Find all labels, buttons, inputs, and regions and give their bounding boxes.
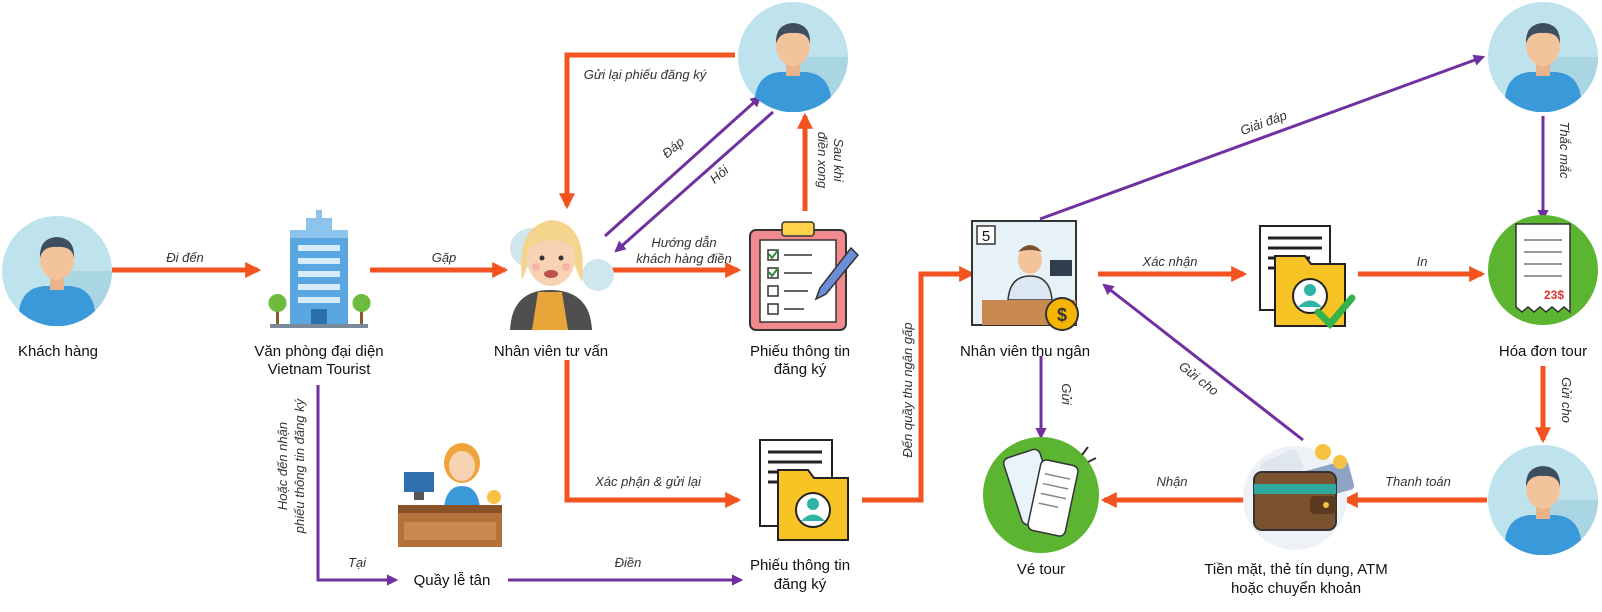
payment-wallet-icon <box>1243 444 1355 550</box>
customer-avatar-icon <box>2 216 112 326</box>
edge-after-fill-line2: điền xong <box>815 132 830 189</box>
edge-after-fill-line1: Sau khi <box>831 138 846 182</box>
dollar-sign: $ <box>1057 305 1067 325</box>
consultant-label: Nhân viên tư vấn <box>494 343 608 360</box>
invoice-label: Hóa đơn tour <box>1499 343 1587 360</box>
form-folder-icon <box>759 439 849 541</box>
form-bottom-label-line2: đăng ký <box>774 576 827 593</box>
form-bottom-label-line1: Phiếu thông tin <box>750 557 850 574</box>
edge-or-receive-line1: Hoặc đến nhận <box>275 422 290 510</box>
edge-reply: Giải đáp <box>1238 107 1289 138</box>
clipboard-form-icon <box>749 221 860 331</box>
ticket-label: Vé tour <box>1017 561 1065 578</box>
support-staff-avatar-icon <box>1488 2 1598 112</box>
edge-send-down: Gửi <box>1059 383 1074 405</box>
edge-to-counter: Đến quầy thu ngân gấp <box>900 322 915 457</box>
reception-label: Quầy lễ tân <box>414 572 491 589</box>
edge-print: In <box>1417 254 1428 269</box>
edge-receive: Nhận <box>1156 474 1187 489</box>
cashier-label: Nhân viên thu ngân <box>960 343 1090 360</box>
customer-label: Khách hàng <box>18 343 98 360</box>
edge-guide-line1: Hướng dẫn <box>651 235 716 250</box>
edge-send-to-cashier: Gửi cho <box>1176 358 1221 398</box>
cashier-icon: 5 $ <box>971 220 1079 331</box>
payment-label-line2: hoặc chuyển khoản <box>1231 580 1361 597</box>
edge-meet: Gặp <box>432 250 457 265</box>
edge-answer: Đáp <box>659 134 687 161</box>
counter-number: 5 <box>982 228 990 245</box>
office-label-line2: Vietnam Tourist <box>268 361 372 378</box>
edge-pay: Thanh toán <box>1385 474 1451 489</box>
arrow-form-cashier <box>862 265 976 503</box>
edge-go-to: Đi đến <box>166 250 204 265</box>
office-building-icon <box>268 210 371 328</box>
edge-or-receive-line2: phiếu thông tin đăng ký <box>292 397 307 534</box>
arrow-payment-cashier <box>1102 283 1304 442</box>
arrow-office-reception <box>316 385 399 586</box>
edge-at: Tại <box>348 555 367 570</box>
edge-labels: Đi đến Gặp Gửi lại phiếu đăng ký Đáp Hỏi… <box>166 67 1574 570</box>
node-labels: Khách hàng Văn phòng đại diện Vietnam To… <box>18 343 1587 597</box>
edge-fill: Điền <box>615 555 642 570</box>
customer-right-avatar-icon <box>1488 445 1598 555</box>
arrow-cashier-staff2 <box>1039 54 1486 221</box>
edge-send-to-customer: Gửi cho <box>1559 377 1574 423</box>
arrow-staff-resend <box>558 52 735 210</box>
invoice-amount: 23$ <box>1544 288 1564 302</box>
confirmed-folder-icon <box>1259 225 1356 330</box>
arrows <box>112 52 1552 586</box>
arrow-consultant-formbottom <box>564 360 742 509</box>
form-top-label-line1: Phiếu thông tin <box>750 343 850 360</box>
office-label-line1: Văn phòng đại diện <box>254 343 383 360</box>
ticket-icon <box>983 437 1099 553</box>
invoice-icon: 23$ <box>1488 215 1598 325</box>
edge-confirm: Xác nhận <box>1142 254 1198 269</box>
arrow-answer <box>603 95 762 238</box>
edge-confirm-resend: Xác phận & gửi lại <box>594 474 702 489</box>
edge-resend-form: Gửi lại phiếu đăng ký <box>584 67 708 82</box>
edge-guide-line2: khách hàng điền <box>636 251 731 266</box>
reception-desk-icon <box>398 443 502 547</box>
form-top-label-line2: đăng ký <box>774 361 827 378</box>
edge-question: Thắc mắc <box>1557 121 1572 179</box>
staff-avatar-icon <box>738 2 848 112</box>
consultant-avatar-icon <box>510 220 614 330</box>
arrow-ask <box>614 110 774 253</box>
payment-label-line1: Tiền mặt, thẻ tín dụng, ATM <box>1204 561 1387 578</box>
